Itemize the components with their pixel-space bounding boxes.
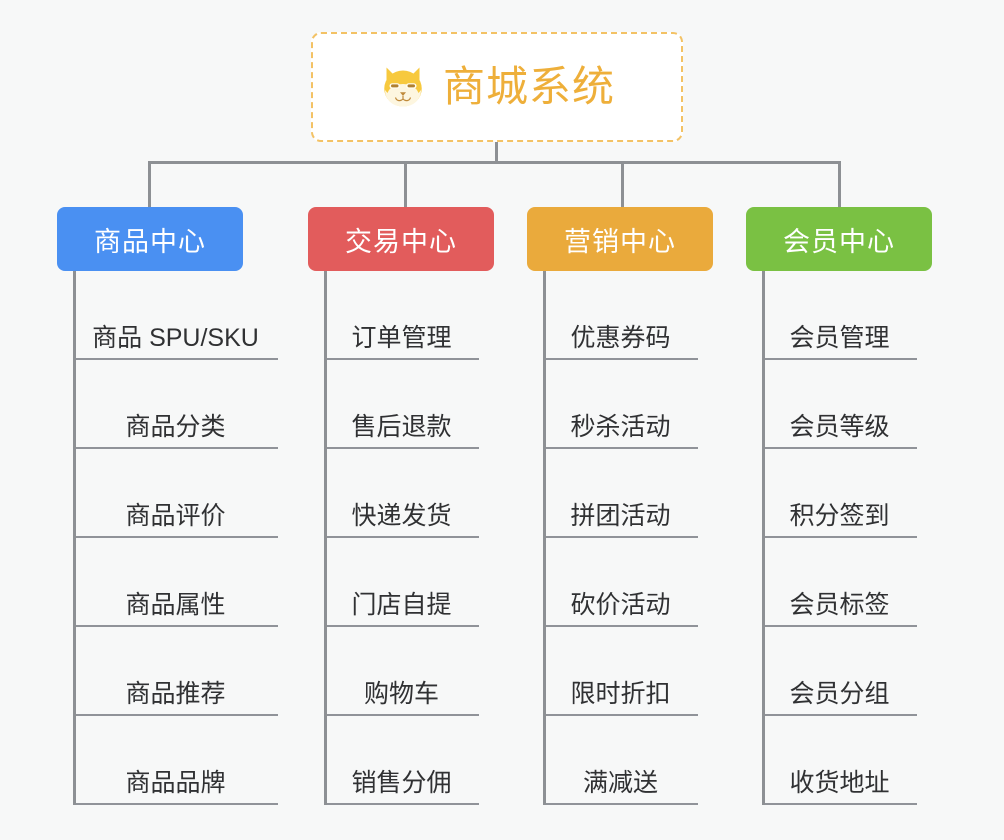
leaf-spine-3 [543,271,546,805]
leaf-label: 商品分类 [125,412,226,441]
branch-head-label: 会员中心 [783,226,895,257]
leaf-label: 会员等级 [789,412,890,441]
leaf-item[interactable]: 商品评价 [73,449,278,538]
leaf-item[interactable]: 会员分组 [762,627,917,716]
leaf-item[interactable]: 会员管理 [762,271,917,360]
leaf-label: 收货地址 [789,768,890,797]
connector-root-stem [495,142,498,164]
leaf-item[interactable]: 限时折扣 [543,627,698,716]
leaf-item[interactable]: 会员标签 [762,538,917,627]
root-node[interactable]: 商城系统 [311,32,683,142]
connector-drop-3 [621,161,624,207]
leaf-item[interactable]: 门店自提 [324,538,479,627]
leaf-item[interactable]: 商品 SPU/SKU [73,271,278,360]
connector-drop-1 [148,161,151,207]
leaf-item[interactable]: 销售分佣 [324,716,479,805]
leaf-item[interactable]: 商品推荐 [73,627,278,716]
leaf-item[interactable]: 秒杀活动 [543,360,698,449]
leaf-label: 秒杀活动 [570,412,671,441]
leaf-label: 订单管理 [351,323,452,352]
branch-head-label: 商品中心 [94,226,206,257]
leaf-label: 限时折扣 [570,679,671,708]
leaf-label: 满减送 [582,768,658,797]
leaf-item[interactable]: 收货地址 [762,716,917,805]
branch-head-3[interactable]: 营销中心 [527,207,713,271]
connector-drop-2 [404,161,407,207]
leaf-label: 优惠券码 [570,323,671,352]
leaf-item[interactable]: 会员等级 [762,360,917,449]
leaf-item[interactable]: 订单管理 [324,271,479,360]
leaf-item[interactable]: 拼团活动 [543,449,698,538]
leaf-list-3: 优惠券码秒杀活动拼团活动砍价活动限时折扣满减送 [543,271,698,805]
leaf-list-1: 商品 SPU/SKU 商品分类商品评价商品属性商品推荐商品品牌 [73,271,278,805]
leaf-item[interactable]: 砍价活动 [543,538,698,627]
leaf-label: 销售分佣 [351,768,452,797]
leaf-label: 售后退款 [351,412,452,441]
branch-head-2[interactable]: 交易中心 [308,207,494,271]
branch-head-4[interactable]: 会员中心 [746,207,932,271]
leaf-spine-1 [73,271,76,805]
leaf-item[interactable]: 优惠券码 [543,271,698,360]
leaf-item[interactable]: 商品属性 [73,538,278,627]
leaf-label: 会员标签 [789,590,890,619]
leaf-label: 快递发货 [351,501,452,530]
leaf-item[interactable]: 商品分类 [73,360,278,449]
root-title: 商城系统 [442,63,615,110]
leaf-label: 门店自提 [351,590,452,619]
leaf-label: 商品品牌 [125,768,226,797]
connector-drop-4 [838,161,841,207]
shiba-dog-face-icon [384,67,422,107]
leaf-list-2: 订单管理售后退款快递发货门店自提购物车销售分佣 [324,271,479,805]
branch-head-1[interactable]: 商品中心 [57,207,243,271]
leaf-label: 会员分组 [789,679,890,708]
leaf-spine-4 [762,271,765,805]
connector-horizontal-bar [148,161,841,164]
leaf-label: 购物车 [363,679,439,708]
leaf-spine-2 [324,271,327,805]
leaf-label: 砍价活动 [570,590,671,619]
leaf-item[interactable]: 购物车 [324,627,479,716]
leaf-list-4: 会员管理会员等级积分签到会员标签会员分组收货地址 [762,271,917,805]
leaf-label: 积分签到 [789,501,890,530]
branch-head-label: 交易中心 [345,226,457,257]
leaf-label: 会员管理 [789,323,890,352]
leaf-label: 商品 SPU/SKU [92,323,259,352]
leaf-label: 商品属性 [125,590,226,619]
leaf-item[interactable]: 售后退款 [324,360,479,449]
leaf-label: 拼团活动 [570,501,671,530]
leaf-item[interactable]: 快递发货 [324,449,479,538]
leaf-item[interactable]: 满减送 [543,716,698,805]
branch-head-label: 营销中心 [564,226,676,257]
leaf-label: 商品评价 [125,501,226,530]
leaf-label: 商品推荐 [125,679,226,708]
leaf-item[interactable]: 商品品牌 [73,716,278,805]
leaf-item[interactable]: 积分签到 [762,449,917,538]
